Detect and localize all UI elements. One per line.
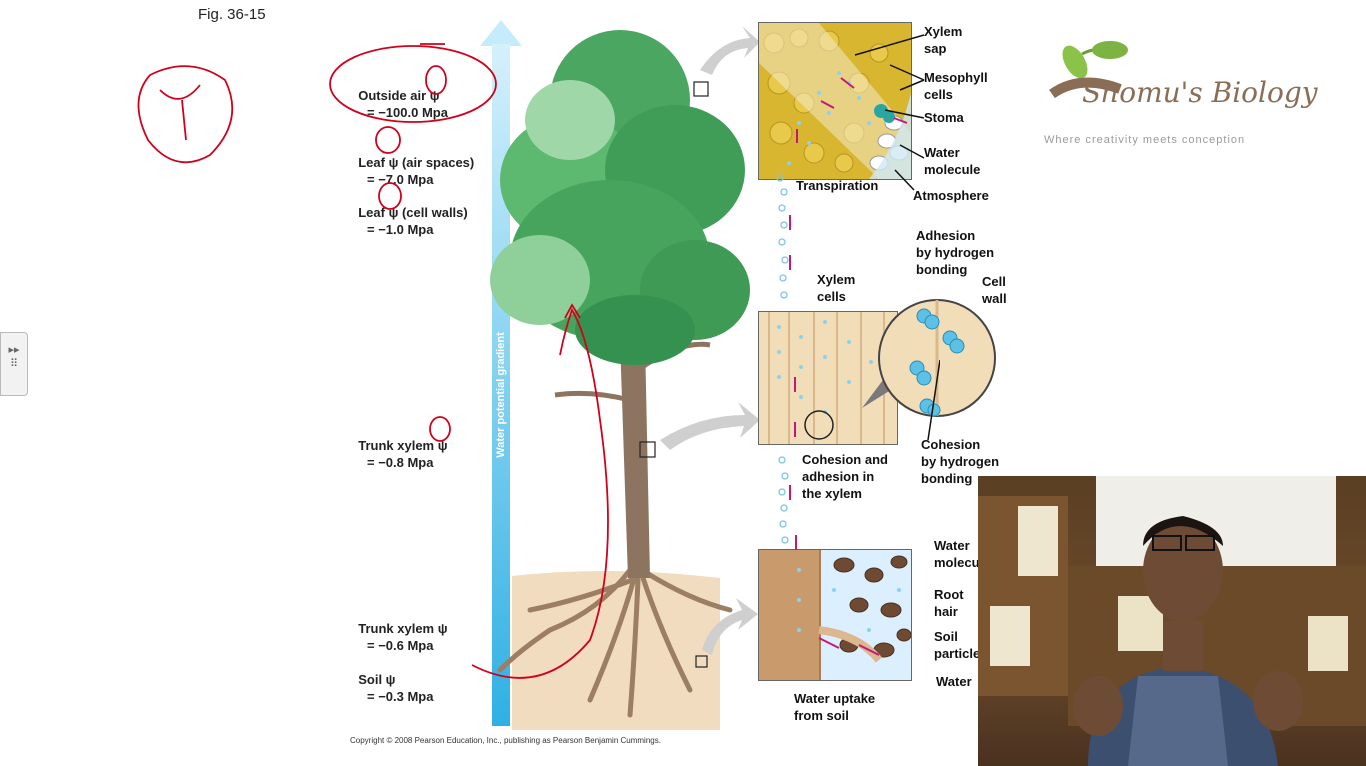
flow-arrows-root: [818, 637, 880, 656]
root-detail-panel: [758, 549, 912, 681]
label-xylem-sap: Xylem sap: [924, 24, 963, 56]
presenter-video[interactable]: [978, 476, 1366, 766]
shomus-biology-logo: Shomu's Biology Where creativity meets c…: [1040, 34, 1320, 154]
label-transpiration: Transpiration: [796, 178, 879, 193]
label-water-molecule-root: Water molecu: [934, 538, 980, 570]
tree-illustration: [490, 26, 760, 730]
copyright-notice: Copyright © 2008 Pearson Education, Inc.…: [350, 736, 661, 745]
annotation-psi-symbol: [159, 84, 201, 141]
magnified-circle: [862, 299, 996, 417]
callout-arrow-leaf: [700, 26, 760, 75]
side-panel-toggle[interactable]: ▸▸ ⠿: [0, 332, 28, 396]
label-mesophyll-cells: Mesophyll cells: [924, 70, 988, 102]
label-stoma: Stoma: [924, 110, 964, 125]
zoom-box-root: [695, 655, 708, 668]
roots: [497, 567, 733, 718]
annotation-flow-arrow: [471, 307, 609, 679]
label-xylem-cells: Xylem cells: [817, 272, 856, 304]
potential-leaf-cell-walls: Leaf ψ (cell walls)= −1.0 Mpa: [358, 205, 468, 237]
label-water-uptake: Water uptake from soil: [794, 691, 876, 723]
logo-brand: Shomu's Biology: [1082, 76, 1318, 109]
label-cohesion-bonding: Cohesion by hydrogen bonding: [921, 437, 1000, 486]
gradient-arrow-head: [480, 20, 522, 46]
label-atmosphere: Atmosphere: [913, 188, 989, 203]
annotation-psi-circle: [137, 65, 234, 164]
water-column: [776, 174, 797, 550]
flow-arrows-column: [789, 215, 797, 550]
callout-arrow-trunk: [660, 402, 760, 450]
label-water: Water: [936, 674, 972, 689]
expand-icon: ▸▸: [8, 344, 20, 356]
annotation-outside-air: [329, 45, 497, 123]
label-soil-particle: Soil particle: [934, 629, 981, 661]
leader-lines: [854, 34, 940, 441]
grip-icon: ⠿: [9, 358, 19, 370]
label-cohesion-adhesion: Cohesion and adhesion in the xylem: [802, 452, 888, 501]
label-water-molecule: Water molecule: [924, 145, 981, 177]
soil-area: [512, 570, 720, 730]
flow-arrows-leaf: [796, 77, 908, 143]
presenter-scene: [978, 476, 1366, 766]
label-adhesion: Adhesion by hydrogen bonding: [916, 228, 995, 277]
potential-trunk-xylem-upper: Trunk xylem ψ= −0.8 Mpa: [358, 438, 448, 470]
logo-mark: [1049, 41, 1128, 99]
label-root-hair: Root hair: [934, 587, 964, 619]
potential-outside-air: Outside air ψ= −100.0 Mpa: [358, 88, 448, 120]
gradient-bar: [492, 44, 510, 726]
zoom-box-trunk: [639, 441, 656, 458]
figure-label: Fig. 36-15: [198, 6, 266, 23]
logo-tagline: Where creativity meets conception: [1044, 134, 1246, 146]
red-annotations: [137, 43, 609, 679]
label-cell-wall: Cell wall: [982, 274, 1007, 306]
potential-trunk-xylem-lower: Trunk xylem ψ= −0.6 Mpa: [358, 621, 448, 653]
potential-leaf-air-spaces: Leaf ψ (air spaces)= −7.0 Mpa: [358, 155, 475, 187]
foliage: [490, 30, 750, 365]
zoom-box-leaf: [693, 81, 709, 97]
potential-soil: Soil ψ= −0.3 Mpa: [358, 672, 434, 704]
leaf-detail-panel: [758, 22, 912, 180]
callout-arrow-root: [702, 598, 758, 655]
